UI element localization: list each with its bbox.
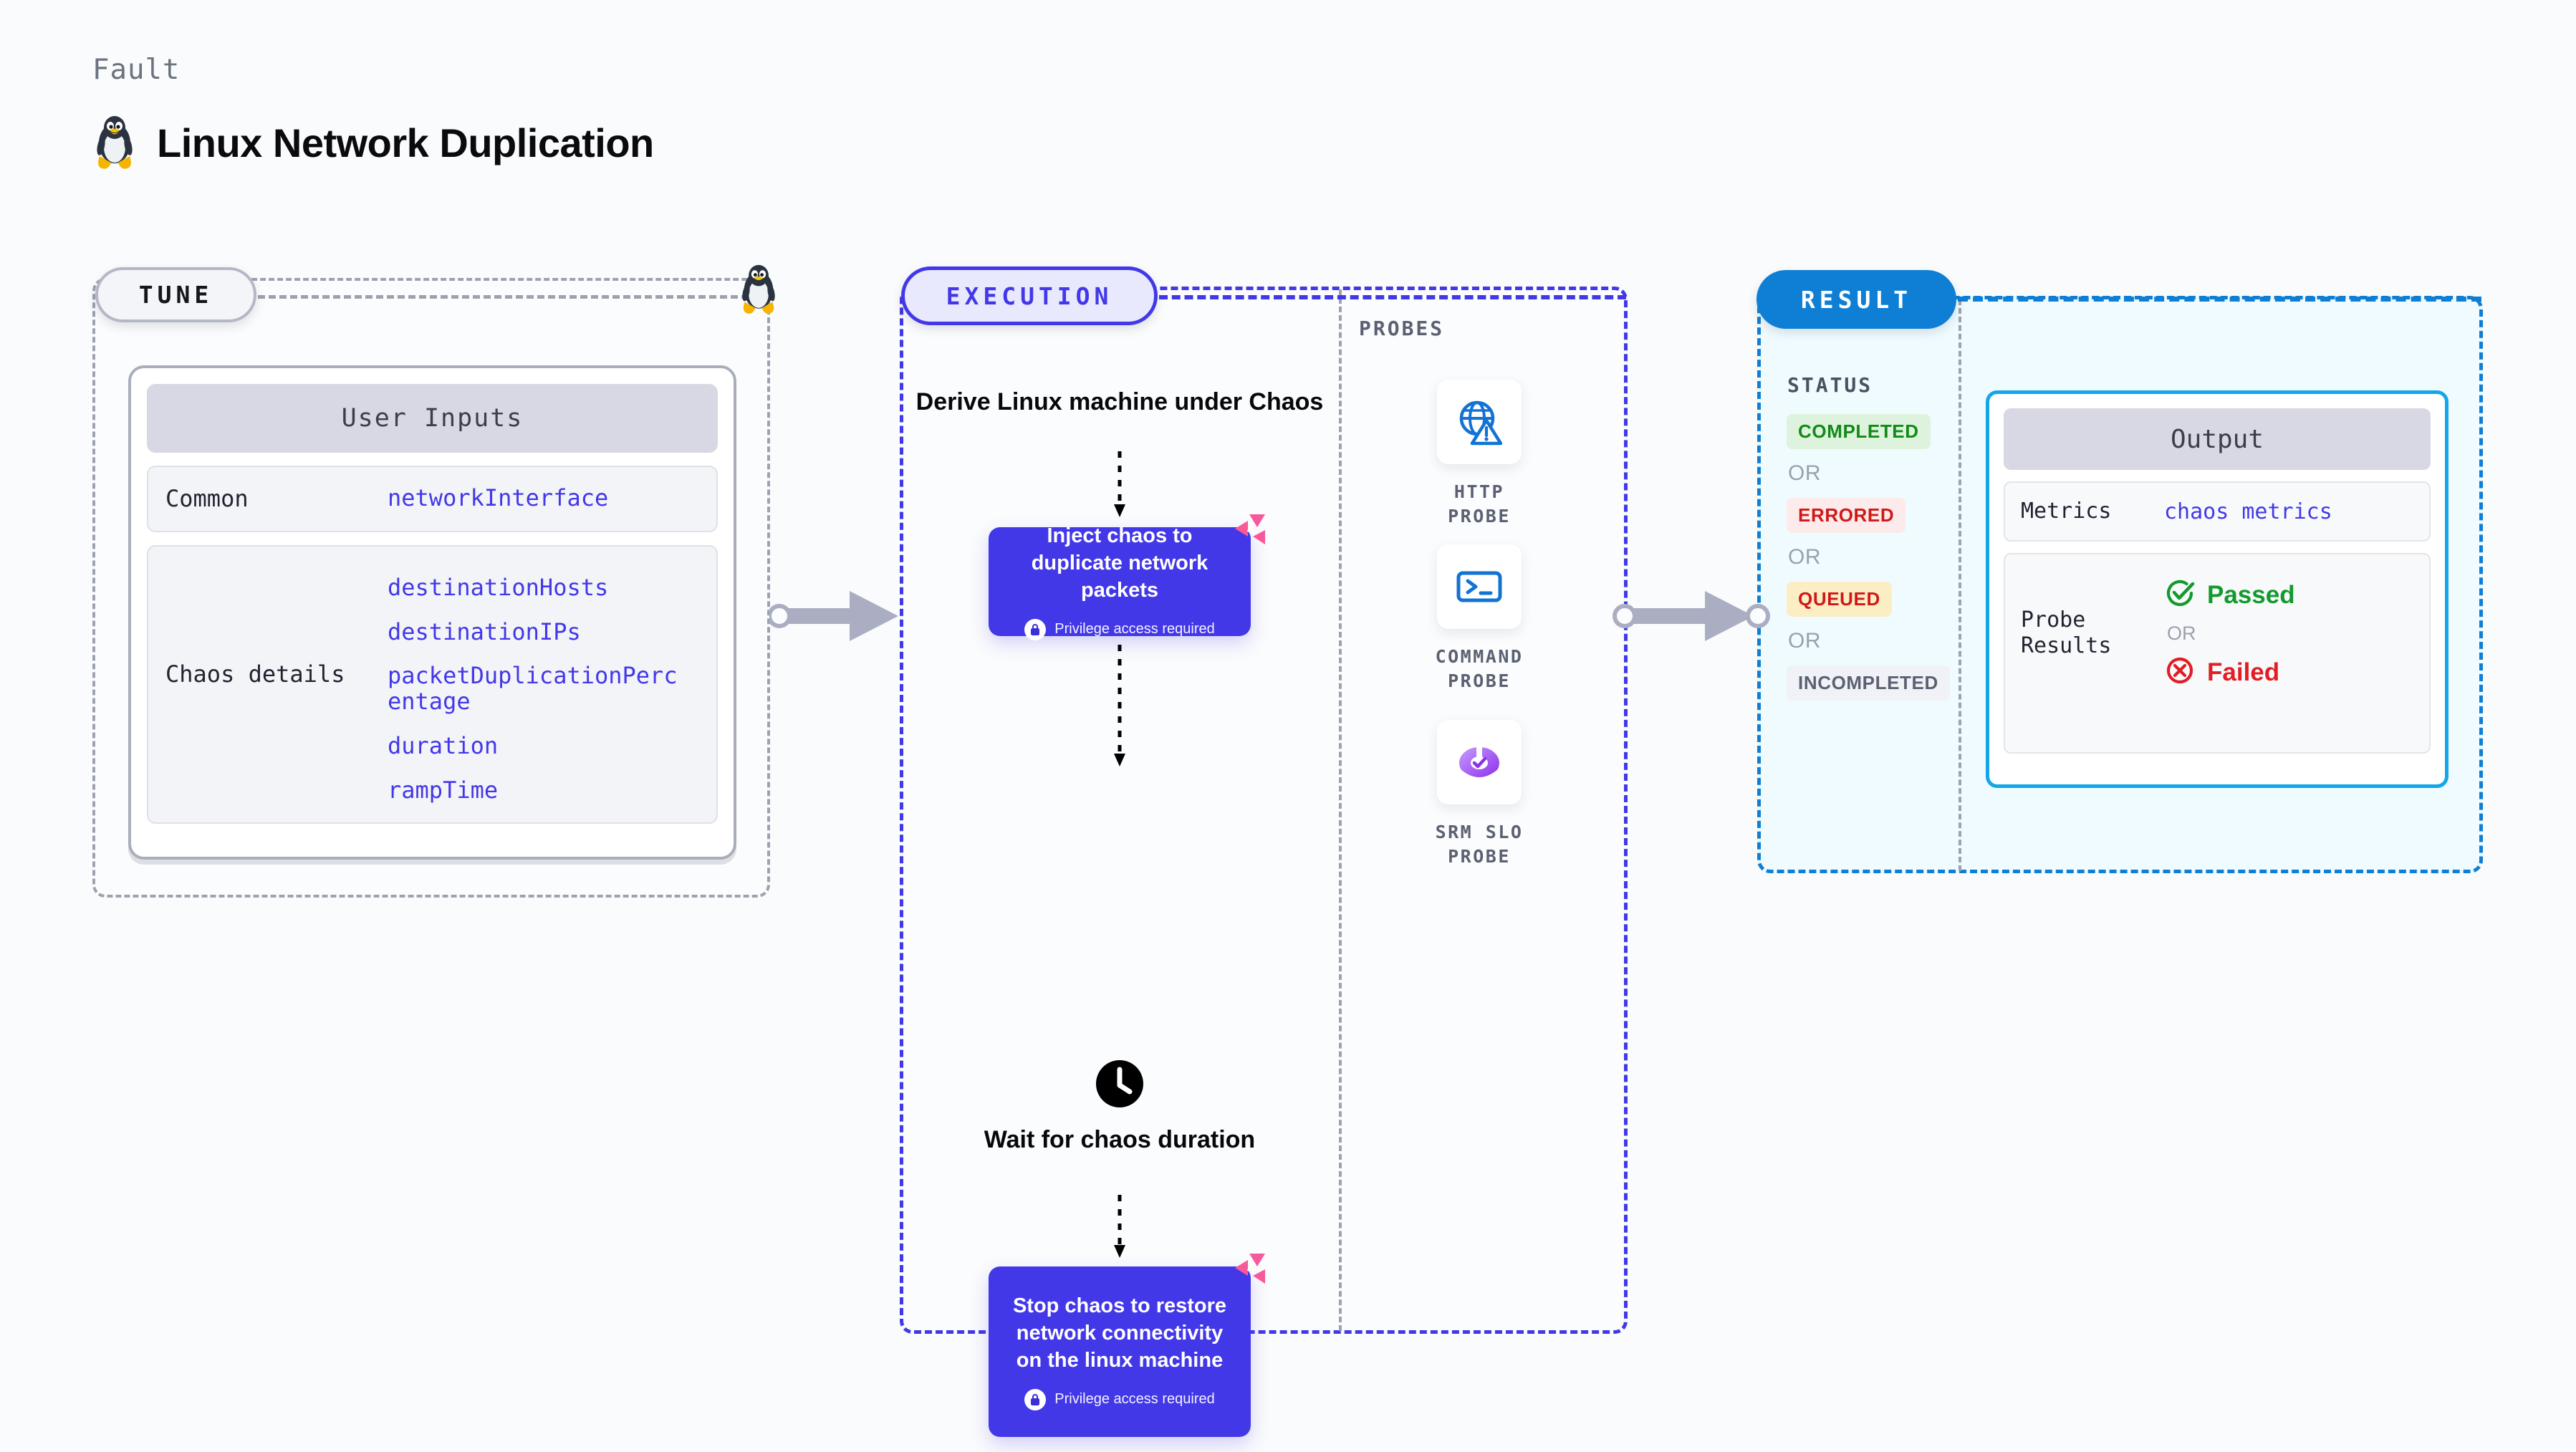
- probe-result-or-text: OR: [2167, 622, 2196, 644]
- output-probe-results-label: Probe Results: [2021, 607, 2112, 658]
- execution-connector-line: [1159, 295, 1626, 299]
- probe-label: HTTP PROBE: [1448, 481, 1511, 527]
- execution-card-title: Stop chaos to restore network connectivi…: [1012, 1294, 1227, 1372]
- status-or-text: OR: [1788, 545, 1821, 569]
- clock-icon: [1095, 1059, 1145, 1112]
- flow-arrow-down-icon: [1111, 451, 1128, 524]
- flow-arrow-down-icon: [1111, 645, 1128, 773]
- page-title-row: Linux Network Duplication: [92, 115, 654, 170]
- user-inputs-card: User Inputs Common networkInterface Chao…: [128, 365, 736, 860]
- probe-command[interactable]: COMMAND PROBE: [1418, 544, 1541, 693]
- terminal-icon: [1437, 544, 1522, 629]
- tune-section-common: Common networkInterface: [147, 466, 718, 532]
- status-or-text: OR: [1788, 461, 1821, 485]
- tune-connector-line: [258, 295, 759, 299]
- result-status-list: COMPLETED OR ERRORED OR QUEUED OR INCOMP…: [1787, 414, 1950, 701]
- stage-badge-execution[interactable]: EXECUTION: [901, 266, 1158, 325]
- output-section-probe-results: Probe Results Passed OR: [2004, 553, 2431, 754]
- tune-section-label: Common: [165, 485, 249, 512]
- privilege-note: Privilege access required: [1024, 618, 1215, 640]
- output-title: Output: [2004, 408, 2431, 470]
- linux-penguin-icon: [92, 115, 137, 170]
- probe-label: COMMAND PROBE: [1435, 646, 1524, 691]
- stage-badge-tune[interactable]: TUNE: [95, 267, 256, 322]
- slo-donut-check-icon: [1437, 720, 1522, 804]
- status-badge-completed: COMPLETED: [1787, 414, 1931, 449]
- connector-arrow-tune-to-execution: [767, 584, 913, 652]
- result-output-divider: [1959, 299, 1961, 871]
- output-metrics-value[interactable]: chaos metrics: [2164, 499, 2332, 524]
- tune-section-chaos-details: Chaos details destinationHosts destinati…: [147, 544, 718, 824]
- tune-section-values: destinationHosts destinationIPs packetDu…: [388, 573, 685, 804]
- output-card: Output Metrics chaos metrics Probe Resul…: [1986, 390, 2448, 788]
- x-circle-icon: [2164, 655, 2196, 690]
- tune-input-destinationIPs[interactable]: destinationIPs: [388, 617, 581, 645]
- linux-penguin-icon-marker: [738, 264, 779, 319]
- status-badge-incompleted: INCOMPLETED: [1787, 665, 1950, 701]
- output-metrics-label: Metrics: [2021, 499, 2112, 524]
- result-status-label: STATUS: [1787, 373, 1873, 397]
- privilege-note: Privilege access required: [1024, 1388, 1215, 1410]
- tune-input-duration[interactable]: duration: [388, 732, 499, 760]
- result-connector-line: [1958, 297, 2481, 302]
- execution-step-title: Derive Linux machine under Chaos: [915, 388, 1324, 415]
- execution-card-inject-chaos[interactable]: Inject chaos to duplicate network packet…: [989, 514, 1265, 640]
- output-section-metrics: Metrics chaos metrics: [2004, 481, 2431, 542]
- flow-arrow-down-icon: [1111, 1195, 1128, 1264]
- privilege-note-text: Privilege access required: [1054, 621, 1215, 638]
- status-badge-errored: ERRORED: [1787, 498, 1906, 533]
- execution-card-title: Inject chaos to duplicate network packet…: [1031, 524, 1208, 602]
- status-or-text: OR: [1788, 629, 1821, 653]
- tune-section-values: networkInterface: [388, 486, 608, 511]
- stage-badge-result[interactable]: RESULT: [1756, 270, 1956, 329]
- lock-icon: [1024, 618, 1047, 640]
- probe-result-failed: Failed: [2164, 655, 2295, 690]
- harness-pink-badge-icon: [1234, 513, 1267, 548]
- check-circle-icon: [2164, 577, 2196, 612]
- tune-section-label: Chaos details: [165, 660, 345, 688]
- probe-result-passed-text: Passed: [2207, 580, 2295, 609]
- globe-warning-icon: [1437, 380, 1522, 464]
- execution-flow: Derive Linux machine under Chaos Inject …: [900, 287, 1340, 1437]
- tune-input-rampTime[interactable]: rampTime: [388, 776, 499, 804]
- probes-section-label: PROBES: [1359, 317, 1445, 340]
- probe-srm-slo[interactable]: SRM SLO PROBE: [1418, 720, 1541, 869]
- tune-input-networkInterface[interactable]: networkInterface: [388, 484, 609, 512]
- probe-result-passed: Passed: [2164, 577, 2295, 612]
- user-inputs-title: User Inputs: [147, 384, 718, 453]
- probe-label: SRM SLO PROBE: [1435, 822, 1524, 867]
- probe-http[interactable]: HTTP PROBE: [1418, 380, 1541, 529]
- status-badge-queued: QUEUED: [1787, 582, 1892, 617]
- tune-input-destinationHosts[interactable]: destinationHosts: [388, 573, 609, 601]
- execution-wait-label: Wait for chaos duration: [984, 1126, 1256, 1153]
- harness-pink-badge-icon: [1234, 1252, 1267, 1287]
- page-kicker: Fault: [92, 54, 181, 86]
- probe-results-values: Passed OR Failed: [2164, 577, 2295, 690]
- probe-result-failed-text: Failed: [2207, 658, 2280, 686]
- connector-arrow-execution-to-result: [1612, 584, 1777, 652]
- tune-input-packetDuplicationPercentage[interactable]: packetDuplicationPercentage: [388, 662, 678, 716]
- page-title: Linux Network Duplication: [157, 120, 654, 165]
- lock-icon: [1024, 1388, 1047, 1410]
- execution-probes-divider: [1339, 289, 1342, 1331]
- execution-card-stop-chaos[interactable]: Stop chaos to restore network connectivi…: [989, 1254, 1265, 1437]
- privilege-note-text: Privilege access required: [1054, 1391, 1215, 1408]
